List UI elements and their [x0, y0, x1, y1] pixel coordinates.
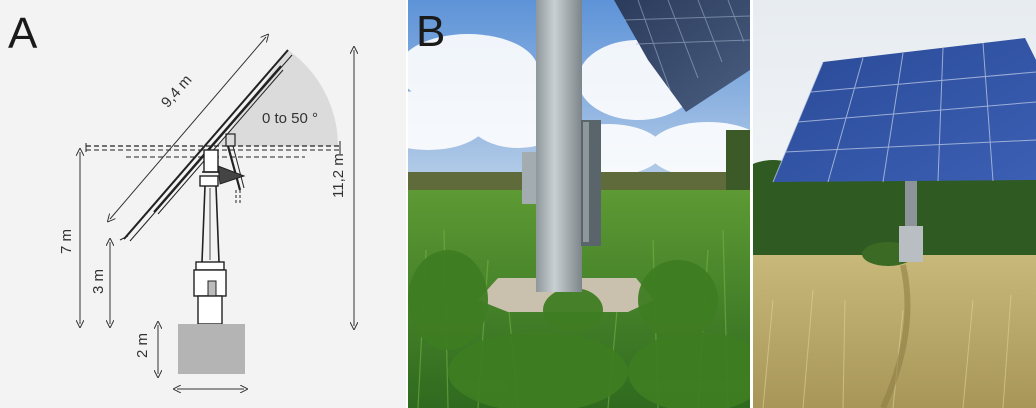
panel-b-letter: B	[416, 7, 446, 56]
photo-tracker-base-grass: B	[408, 0, 750, 408]
weeds	[408, 250, 750, 408]
tilt-range-wedge	[218, 50, 338, 146]
support-column	[193, 149, 227, 325]
tracker-schematic	[0, 0, 406, 408]
panel-a-technical-drawing: A	[0, 0, 406, 408]
tracker-panel-grid	[772, 42, 1036, 183]
mount-height-label: 7 m	[58, 228, 75, 254]
concrete-foundation	[178, 324, 245, 374]
column-height-label: 3 m	[90, 268, 107, 294]
photo-wheat-scene	[753, 0, 1036, 408]
tilt-angle-label: 0 to 50 °	[262, 110, 319, 127]
foundation-depth-label: 2 m	[134, 332, 151, 358]
panel-a-letter: A	[8, 9, 38, 58]
photo-tracker-wheat	[753, 0, 1036, 408]
drive-actuator	[217, 133, 246, 205]
photo-grass-scene	[408, 0, 750, 408]
panel-grid	[623, 0, 750, 91]
total-height-label: 11,2 m	[330, 153, 347, 198]
panel-length-arrow	[110, 37, 266, 219]
